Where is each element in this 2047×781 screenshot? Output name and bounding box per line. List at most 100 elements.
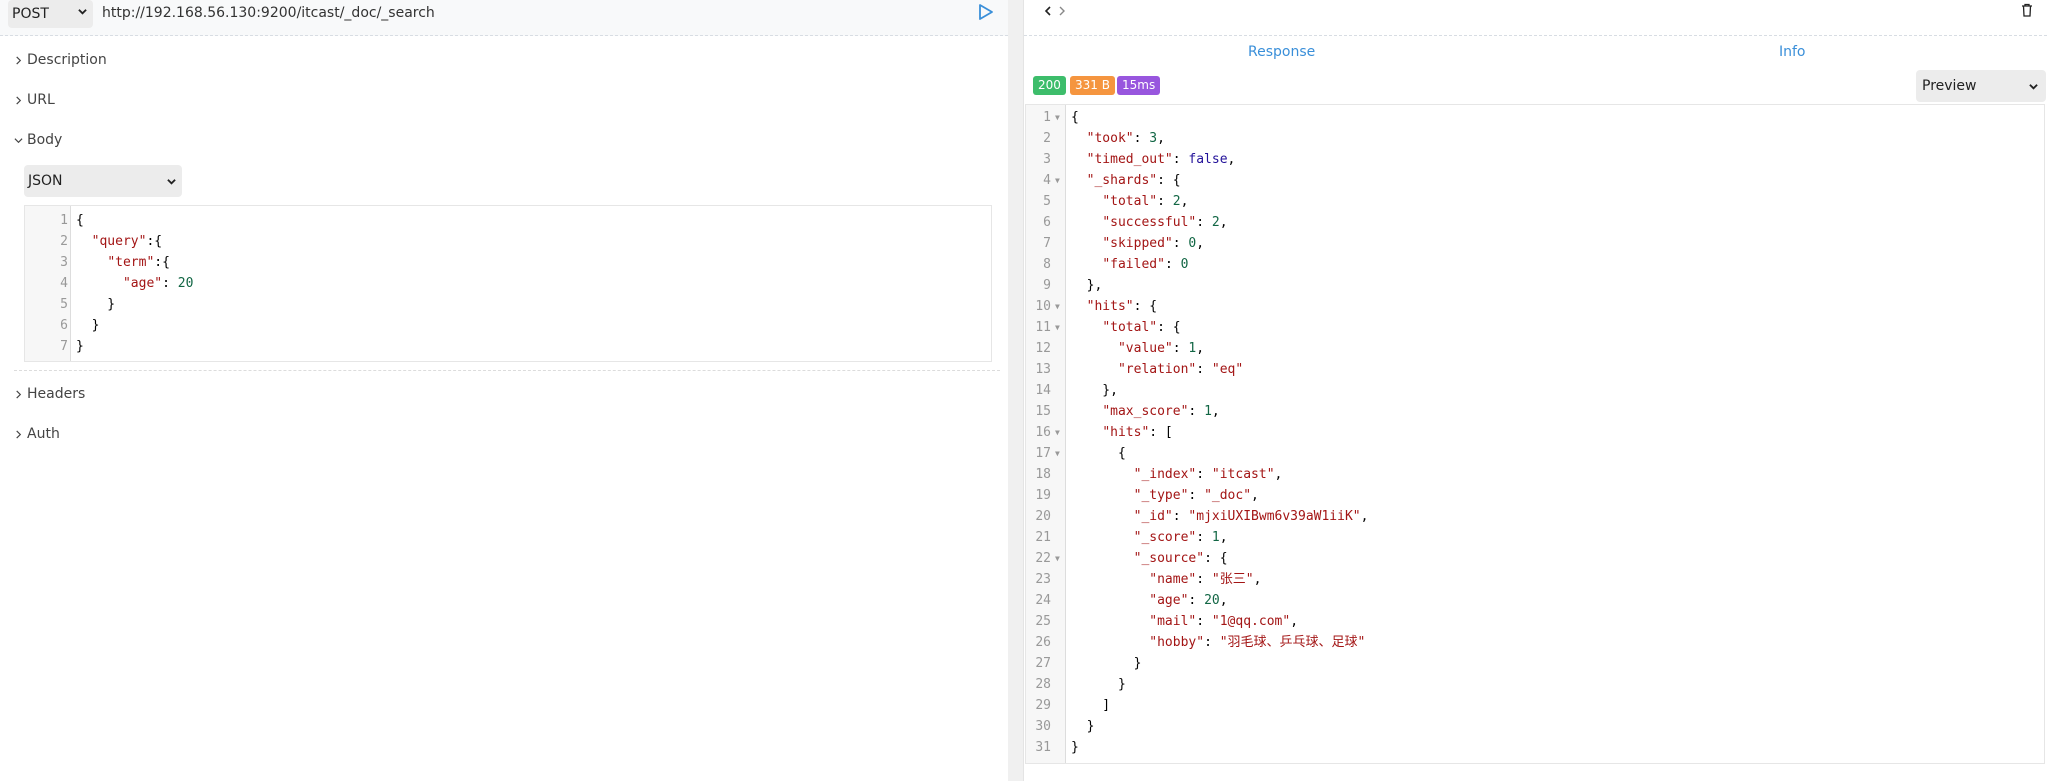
panel-splitter[interactable]: [1008, 0, 1024, 781]
line-number: 3: [60, 255, 68, 270]
code-line: 15 "max_score": 1,: [1026, 401, 2044, 422]
code-line: 30 }: [1026, 716, 2044, 737]
fold-arrow-icon[interactable]: ▼: [1055, 554, 1060, 563]
trash-icon[interactable]: [2021, 3, 2033, 17]
code-line: 27 }: [1026, 653, 2044, 674]
url-input[interactable]: http://192.168.56.130:9200/itcast/_doc/_…: [102, 5, 435, 21]
code-text: "skipped": 0,: [1102, 236, 1205, 251]
code-line: 6 "successful": 2,: [1026, 212, 2044, 233]
chevron-down-icon: [2029, 84, 2038, 90]
code-text: "took": 3,: [1086, 131, 1165, 146]
code-line: 23 "name": "张三",: [1026, 569, 2044, 590]
chevron-down-icon: [167, 179, 176, 185]
body-type-select[interactable]: JSON: [24, 165, 182, 197]
section-url[interactable]: URL: [14, 92, 55, 108]
section-headers[interactable]: Headers: [14, 386, 85, 402]
back-arrow-icon[interactable]: [1042, 4, 1054, 18]
code-text: "failed": 0: [1102, 257, 1189, 272]
code-text: "relation": "eq": [1117, 362, 1244, 377]
code-line: 17 ▼ {: [1026, 443, 2044, 464]
section-auth[interactable]: Auth: [14, 426, 60, 442]
fold-arrow-icon[interactable]: ▼: [1055, 302, 1060, 311]
line-number: 1: [1043, 110, 1051, 125]
tab-response[interactable]: Response: [1248, 44, 1316, 60]
view-mode-select[interactable]: Preview: [1916, 70, 2046, 102]
line-number: 2: [1043, 131, 1051, 146]
tab-info[interactable]: Info: [1779, 44, 1806, 60]
forward-arrow-icon[interactable]: [1056, 4, 1068, 18]
code-text: "hits": {: [1086, 299, 1158, 314]
line-number-gutter: [25, 206, 71, 361]
code-line: 7 "skipped": 0,: [1026, 233, 2044, 254]
fold-arrow-icon[interactable]: ▼: [1055, 176, 1060, 185]
line-number: 2: [60, 234, 68, 249]
code-text: "hits": [: [1102, 425, 1173, 440]
code-line: 6 }: [25, 315, 991, 336]
line-number: 4: [60, 276, 68, 291]
line-number: 4: [1043, 173, 1051, 188]
code-text: }: [1071, 740, 1079, 755]
fold-arrow-icon[interactable]: ▼: [1055, 323, 1060, 332]
code-line: 22▼ "_source": {: [1026, 548, 2044, 569]
line-number: 14: [1035, 383, 1051, 398]
code-text: "age": 20: [122, 276, 194, 291]
chevron-right-icon: [16, 55, 22, 65]
code-text: "hobby": "羽毛球、乒乓球、足球": [1149, 635, 1366, 650]
code-text: "age": 20,: [1149, 593, 1228, 608]
code-text: }: [76, 297, 116, 312]
line-number: 5: [60, 297, 68, 312]
fold-arrow-icon[interactable]: ▼: [1055, 113, 1060, 122]
code-text: "_id": "mjxiUXIBwm6v39aW1iiK",: [1133, 509, 1369, 524]
code-line: 25 "mail": "1@qq.com",: [1026, 611, 2044, 632]
line-number-gutter: [1026, 105, 1066, 763]
section-body-label: Body: [27, 132, 63, 148]
code-text: "_index": "itcast",: [1133, 467, 1283, 482]
line-number: 6: [1043, 215, 1051, 230]
code-line: 2 "query":{: [25, 231, 991, 252]
code-text: {: [1071, 110, 1079, 125]
response-body-viewer[interactable]: 1 ▼ {2 "took": 3, 3 "timed_out": false, 4 ▼ "…: [1025, 104, 2045, 764]
chevron-down-icon: [14, 137, 23, 143]
line-number: 6: [60, 318, 68, 333]
code-text: "name": "张三",: [1149, 572, 1262, 587]
line-number: 18: [1035, 467, 1051, 482]
fold-arrow-icon[interactable]: ▼: [1055, 449, 1060, 458]
code-line: 10▼ "hits": {: [1026, 296, 2044, 317]
line-number: 9: [1043, 278, 1051, 293]
line-number: 17: [1035, 446, 1051, 461]
code-line: 3 "timed_out": false,: [1026, 149, 2044, 170]
section-description[interactable]: Description: [14, 52, 107, 68]
code-text: "successful": 2,: [1102, 215, 1228, 230]
code-text: "total": 2,: [1102, 194, 1189, 209]
code-line: 5 "total": 2,: [1026, 191, 2044, 212]
line-number: 11: [1035, 320, 1051, 335]
send-play-icon[interactable]: [978, 3, 994, 21]
section-divider: [14, 370, 1000, 371]
method-select[interactable]: POST: [8, 0, 93, 28]
time-badge: 15ms: [1117, 76, 1161, 95]
code-text: "value": 1,: [1117, 341, 1205, 356]
code-text: }: [1071, 677, 1126, 692]
code-line: 13 "relation": "eq": [1026, 359, 2044, 380]
code-text: }: [1071, 719, 1095, 734]
code-line: 31}: [1026, 737, 2044, 758]
code-text: "timed_out": false,: [1086, 152, 1236, 167]
line-number: 3: [1043, 152, 1051, 167]
line-number: 19: [1035, 488, 1051, 503]
code-line: 1{: [25, 210, 991, 231]
line-number: 29: [1035, 698, 1051, 713]
code-text: "total": {: [1102, 320, 1181, 335]
code-text: },: [1071, 278, 1103, 293]
code-line: 20 "_id": "mjxiUXIBwm6v39aW1iiK",: [1026, 506, 2044, 527]
code-line: 9 },: [1026, 275, 2044, 296]
code-text: {: [1071, 446, 1126, 461]
section-url-label: URL: [27, 92, 55, 108]
fold-arrow-icon[interactable]: ▼: [1055, 428, 1060, 437]
size-badge: 331 B: [1070, 76, 1115, 95]
line-number: 27: [1035, 656, 1051, 671]
code-text: {: [76, 213, 84, 228]
code-text: }: [1071, 656, 1142, 671]
line-number: 5: [1043, 194, 1051, 209]
section-body[interactable]: Body: [14, 132, 62, 148]
